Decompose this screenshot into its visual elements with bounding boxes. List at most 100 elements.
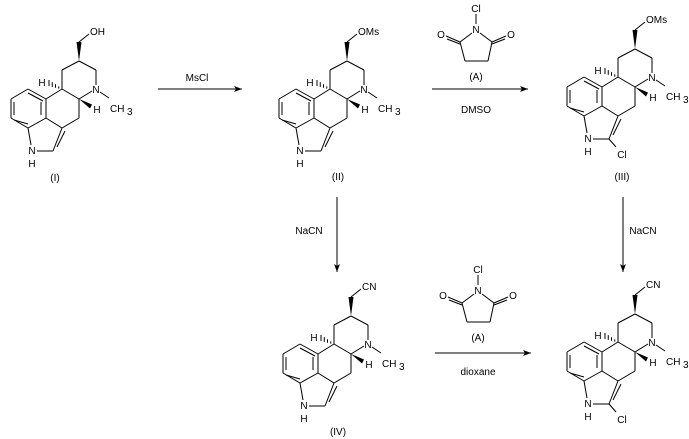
double-bond (491, 38, 506, 45)
oxygen-label: O (439, 291, 447, 302)
double-bond (285, 374, 301, 380)
bond (617, 48, 636, 59)
bond (634, 48, 653, 59)
solvent-label: DMSO (461, 105, 491, 116)
wedge-bond (632, 30, 638, 49)
bond (278, 117, 297, 129)
bond (78, 90, 93, 100)
bond (566, 76, 585, 88)
double-bond (612, 118, 622, 136)
methyl-label: CH (666, 357, 680, 368)
bond (491, 35, 507, 43)
substituent-label: OMs (358, 27, 379, 38)
methyl-label: CH (110, 104, 124, 115)
bond (329, 60, 348, 71)
bond (27, 127, 32, 146)
chlorine-label: Cl (473, 265, 482, 276)
indole-nitrogen-label: N (300, 401, 307, 412)
wedge-bond (348, 297, 354, 316)
double-bond (446, 38, 461, 45)
oxygen-label: O (437, 30, 445, 41)
methyl-subscript: 3 (127, 107, 133, 118)
bond (27, 117, 47, 129)
solvent-label: dioxane (460, 367, 495, 378)
hydrogen-label: H (361, 105, 368, 116)
methyl-label: CH (378, 104, 392, 115)
methyl-label: CH (666, 92, 680, 103)
bond (481, 293, 495, 304)
bond (324, 382, 335, 407)
bond (350, 315, 369, 326)
compound-label: (II) (332, 172, 344, 183)
bond (617, 370, 636, 382)
wedge-bond (76, 42, 82, 61)
bond (601, 341, 619, 353)
bond (447, 296, 463, 304)
bond (61, 60, 80, 71)
wedge-bond (347, 99, 360, 109)
bond (333, 315, 352, 326)
chloro-label: Cl (617, 150, 626, 161)
double-bond (612, 383, 622, 401)
double-bond (27, 92, 44, 102)
chlorine-label: Cl (471, 4, 480, 15)
double-bond (295, 92, 312, 102)
bond (479, 32, 493, 43)
indole-hydrogen-label: H (584, 147, 591, 158)
bond (634, 313, 653, 324)
arrow-nacn-left: NaCN (295, 197, 340, 272)
bond (295, 88, 315, 100)
indole-hydrogen-label: H (584, 412, 591, 423)
bond (27, 88, 47, 100)
bond (608, 138, 617, 148)
bond (282, 372, 301, 384)
bond (61, 117, 80, 129)
wedge-bond (79, 99, 92, 109)
bond (78, 33, 90, 43)
bond (367, 91, 378, 99)
bond (317, 372, 335, 384)
indole-nitrogen-label: N (584, 399, 591, 410)
bond (487, 41, 493, 62)
compound-label: (III) (615, 172, 630, 183)
bond (61, 88, 80, 100)
nitrogen-label: N (472, 25, 479, 36)
indole-hydrogen-label: H (300, 414, 307, 425)
methyl-label: CH (382, 359, 396, 370)
reagent-a-label: (A) (471, 333, 484, 344)
bond (299, 382, 304, 401)
bond (45, 117, 63, 129)
hydrogen-label: H (649, 93, 656, 104)
bond (99, 91, 110, 99)
bond (350, 345, 365, 355)
hydrogen-label: H (38, 78, 45, 89)
bond (313, 117, 331, 129)
bond (655, 79, 666, 87)
bond (461, 293, 475, 304)
bond (78, 60, 97, 71)
bond (329, 117, 348, 129)
hydrogen-label: H (310, 333, 317, 344)
bond (346, 90, 361, 100)
bond (346, 33, 358, 43)
substituent-label: OH (90, 27, 105, 38)
double-bond (569, 372, 585, 378)
oxygen-label: O (509, 291, 517, 302)
bond (617, 76, 636, 88)
bond (566, 341, 585, 353)
double-bond (13, 119, 29, 125)
bond (282, 343, 301, 355)
methyl-subscript: 3 (683, 95, 689, 106)
arrow-dmso: DMSO (432, 86, 528, 116)
bond (493, 296, 509, 304)
double-bond (569, 107, 585, 113)
methyl-subscript: 3 (395, 107, 401, 118)
bond (634, 343, 649, 353)
arrow-nacn-right: NaCN (620, 197, 657, 272)
nitrogen-label: N (648, 73, 655, 84)
indole-hydrogen-label: H (28, 159, 35, 170)
bond (313, 88, 331, 100)
